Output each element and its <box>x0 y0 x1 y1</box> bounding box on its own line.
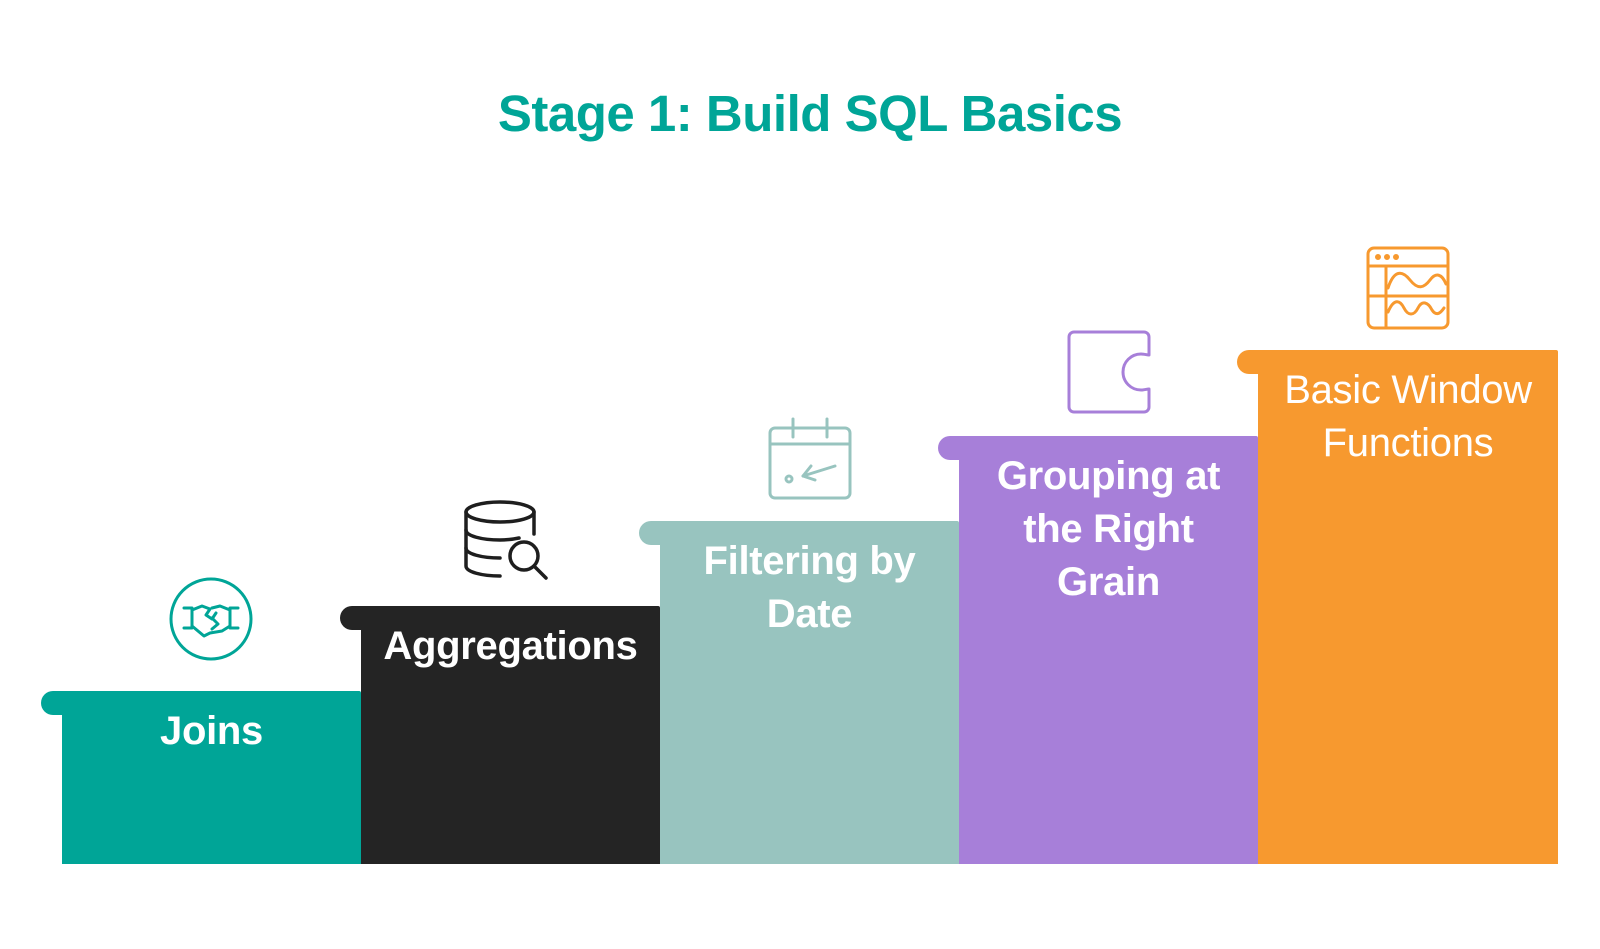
calendar-arrow-icon <box>767 416 853 502</box>
puzzle-piece-icon <box>1066 330 1152 416</box>
page-title: Stage 1: Build SQL Basics <box>497 85 1123 142</box>
step-aggregations: Aggregations <box>340 606 660 864</box>
database-search-icon <box>464 498 554 588</box>
step-label: Grouping at the Right Grain <box>996 454 1221 604</box>
step-label: Joins <box>160 709 263 753</box>
step-block <box>660 521 959 864</box>
step-block <box>959 436 1258 864</box>
step-label: Aggregations <box>383 624 638 668</box>
step-basic-window-functions: Basic Window Functions <box>1237 350 1558 864</box>
step-label: Basic Window Functions <box>1284 368 1532 465</box>
browser-waveform-icon <box>1366 246 1450 330</box>
step-block <box>361 606 660 864</box>
step-block <box>1258 350 1558 864</box>
handshake-icon <box>168 576 254 662</box>
step-grouping-at-right-grain: Grouping at the Right Grain <box>938 436 1258 864</box>
step-joins: Joins <box>41 691 361 864</box>
step-label: Filtering by Date <box>703 539 916 636</box>
step-block <box>62 691 361 864</box>
step-filtering-by-date: Filtering by Date <box>639 521 959 864</box>
